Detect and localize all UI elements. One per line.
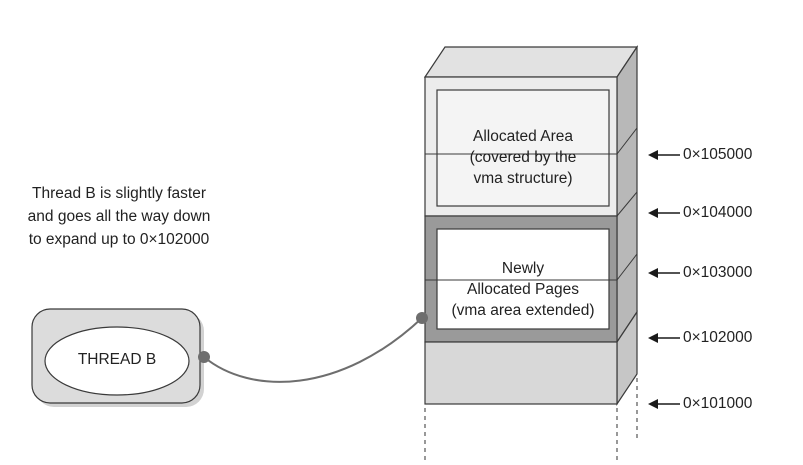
address-label: 0×105000 [683,146,753,163]
address-arrows [648,150,680,409]
arrow-icon [648,150,680,160]
address-label: 0×104000 [683,204,753,221]
lower-memory-block [424,310,638,406]
caption-line: Thread B is slightly faster [31,185,206,202]
address-label: 0×102000 [683,329,753,346]
arrow-icon [648,333,680,343]
caption-line: and goes all the way down [27,208,211,225]
new-pages-line: Allocated Pages [466,281,580,298]
connector-start-dot [198,351,210,363]
new-pages-line: (vma area extended) [451,302,595,319]
allocated-area-line: vma structure) [473,170,573,187]
upper-block-top-face [423,46,639,78]
thread-label: THREAD B [77,351,157,368]
thread-b-caption: Thread B is slightly faster and goes all… [0,182,238,251]
new-pages-line: Newly [501,260,545,277]
connector-line [203,317,423,383]
allocated-area-line: (covered by the [469,149,577,166]
new-pages-box [436,228,610,330]
thread-ellipse [44,326,190,396]
page-boundary-lines [425,127,638,281]
connector-end-dot [416,312,428,324]
new-pages-label: Newly Allocated Pages (vma area extended… [437,258,609,321]
allocated-area-line: Allocated Area [473,128,573,145]
upper-block-side-face [616,45,638,344]
continuation-dashes [424,378,638,460]
arrow-icon [648,268,680,278]
address-label: 0×101000 [683,395,753,412]
allocated-area-box [436,89,610,207]
address-label: 0×103000 [683,264,753,281]
lower-block-front-face [424,341,618,405]
allocated-area-label: Allocated Area (covered by the vma struc… [437,126,609,189]
caption-line: to expand up to 0×102000 [28,231,210,248]
arrow-icon [648,208,680,218]
arrow-icon [648,399,680,409]
